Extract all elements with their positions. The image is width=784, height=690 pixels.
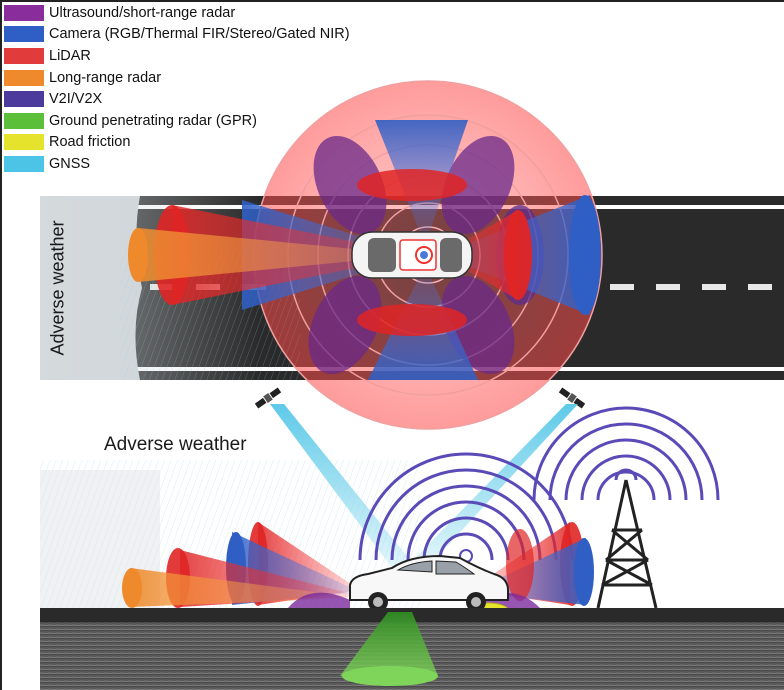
car-top-view	[351, 231, 473, 279]
legend-label: LiDAR	[49, 47, 91, 64]
legend-item-long-range-radar: Long-range radar	[4, 67, 350, 89]
car-side-view	[349, 554, 509, 612]
lidar-swatch-icon	[4, 47, 44, 64]
legend-label: GNSS	[49, 155, 91, 172]
v2x-swatch-icon	[4, 91, 44, 108]
long-range-radar-top	[128, 228, 415, 282]
legend-label: Road friction	[49, 134, 131, 151]
road-friction-swatch-icon	[4, 134, 44, 151]
legend-item-camera: Camera (RGB/Thermal FIR/Stereo/Gated NIR…	[4, 24, 350, 46]
legend-item-lidar: LiDAR	[4, 45, 350, 67]
v2x-waves-car	[358, 452, 574, 563]
camera-swatch-icon	[4, 26, 44, 43]
satellite-icon	[254, 387, 282, 409]
adverse-weather-caption: Adverse weather	[104, 434, 247, 455]
legend-label: Ground penetrating radar (GPR)	[49, 112, 257, 129]
long-range-radar-swatch-icon	[4, 69, 44, 86]
legend-label: Camera (RGB/Thermal FIR/Stereo/Gated NIR…	[49, 26, 350, 43]
legend-item-gpr: Ground penetrating radar (GPR)	[4, 110, 350, 132]
legend-item-v2x: V2I/V2X	[4, 88, 350, 110]
legend-item-ultrasound: Ultrasound/short-range radar	[4, 2, 350, 24]
legend-item-gnss: GNSS	[4, 153, 350, 175]
communication-tower-icon	[596, 479, 658, 609]
gpr-swatch-icon	[4, 112, 44, 129]
legend-label: V2I/V2X	[49, 91, 103, 108]
v2x-waves	[532, 406, 720, 501]
legend-label: Long-range radar	[49, 69, 162, 86]
legend-item-road-friction: Road friction	[4, 132, 350, 154]
gpr-cone	[340, 612, 438, 686]
legend-label: Ultrasound/short-range radar	[49, 4, 236, 21]
satellite-icon	[558, 387, 586, 409]
adverse-weather-vertical-caption: Adverse weather	[47, 220, 68, 356]
ultrasound-swatch-icon	[4, 4, 44, 21]
legend: Ultrasound/short-range radar Camera (RGB…	[4, 2, 350, 175]
gnss-swatch-icon	[4, 155, 44, 172]
